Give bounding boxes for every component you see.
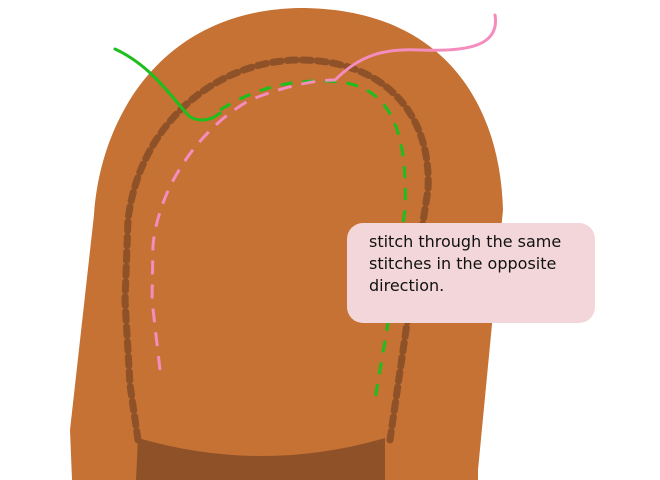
green-thread-end	[113, 47, 222, 122]
pink-thread-stitches	[150, 78, 336, 371]
stitch-holes-line	[121, 56, 432, 444]
instruction-text: stitch through the same stitches in the …	[369, 232, 562, 295]
leather-bottom-band	[136, 438, 385, 480]
pink-thread-end	[333, 13, 498, 82]
instruction-callout: stitch through the same stitches in the …	[347, 223, 595, 323]
green-thread-stitches	[219, 79, 407, 406]
